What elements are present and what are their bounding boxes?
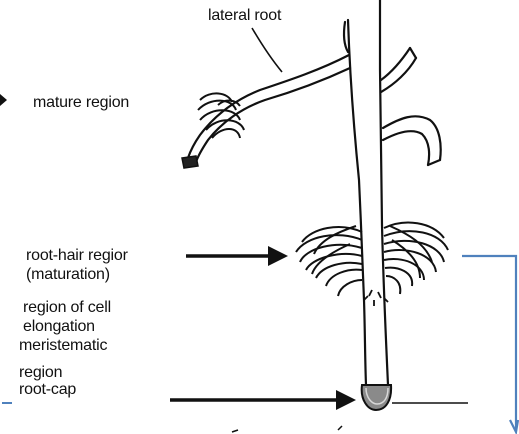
bottom-marks bbox=[232, 426, 342, 432]
root-cap-label: root-cap bbox=[19, 380, 76, 399]
mature-region-label: mature region bbox=[33, 93, 129, 112]
lateral-root-hairs bbox=[198, 93, 244, 138]
root-hair-label-line2: (maturation) bbox=[26, 265, 110, 284]
root-hair-arrow bbox=[186, 246, 288, 266]
lateral-root-leader bbox=[252, 28, 282, 72]
elongation-label-line2: elongation bbox=[23, 317, 95, 336]
blue-bracket bbox=[462, 256, 518, 432]
right-lateral-root bbox=[381, 48, 441, 165]
lateral-root bbox=[182, 55, 350, 168]
meristematic-label-line1: meristematic bbox=[19, 336, 107, 355]
main-root bbox=[344, 0, 388, 385]
elongation-label-line1: region of cell bbox=[23, 298, 111, 317]
root-cap bbox=[362, 385, 391, 410]
root-hair-label-line1: root-hair regior bbox=[26, 246, 128, 265]
root-hair-cluster bbox=[296, 223, 448, 296]
lateral-root-label: lateral root bbox=[208, 6, 281, 25]
root-cap-arrow bbox=[170, 390, 356, 410]
bullet-marker bbox=[0, 94, 7, 106]
